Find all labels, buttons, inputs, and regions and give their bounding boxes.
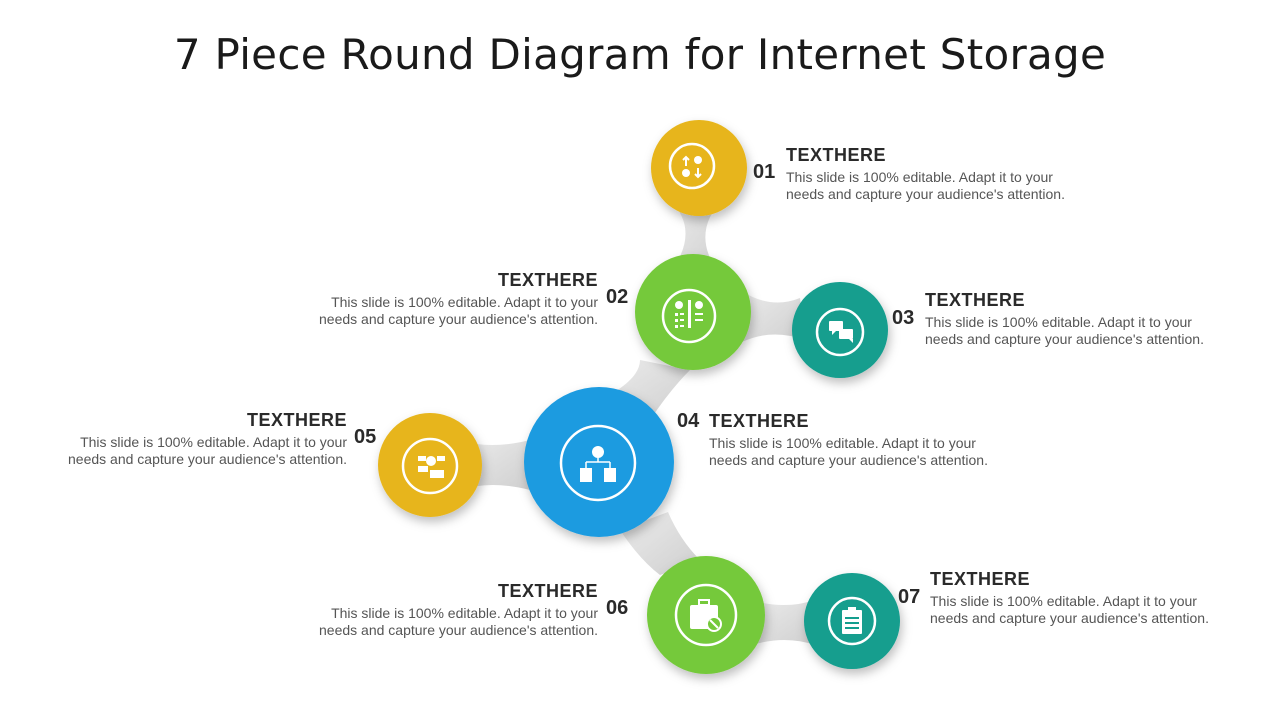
text-block-heading: TEXTHERE: [497, 270, 598, 290]
node-07: [804, 573, 900, 669]
text-block-heading: TEXTHERE: [925, 290, 1026, 310]
desc-line: This slide is 100% editable. Adapt it to…: [331, 294, 598, 310]
text-block-description: This slide is 100% editable. Adapt it to…: [298, 605, 598, 639]
text-block-05: TEXTHERE This slide is 100% editable. Ad…: [47, 410, 347, 468]
desc-line: needs and capture your audience's attent…: [930, 610, 1209, 626]
text-block-01: TEXTHERE This slide is 100% editable. Ad…: [786, 145, 1086, 203]
text-block-06: TEXTHERE This slide is 100% editable. Ad…: [298, 581, 598, 639]
node-02: [635, 254, 751, 370]
text-block-07: TEXTHERE This slide is 100% editable. Ad…: [930, 569, 1230, 627]
text-block-heading: TEXTHERE: [246, 410, 347, 430]
desc-line: This slide is 100% editable. Adapt it to…: [930, 593, 1197, 609]
clipboard-icon: [842, 607, 862, 634]
text-block-description: This slide is 100% editable. Adapt it to…: [786, 169, 1086, 203]
desc-line: needs and capture your audience's attent…: [68, 451, 347, 467]
node-02-circle: [635, 254, 751, 370]
step-number-04: 04: [677, 410, 700, 432]
text-block-description: This slide is 100% editable. Adapt it to…: [47, 434, 347, 468]
node-03: [792, 282, 888, 378]
chat-bubbles-icon: [829, 321, 853, 343]
desc-line: needs and capture your audience's attent…: [925, 331, 1204, 347]
node-05-ring: [401, 437, 459, 495]
desc-line: This slide is 100% editable. Adapt it to…: [331, 605, 598, 621]
hierarchy-icon: [580, 446, 616, 482]
desc-line: needs and capture your audience's attent…: [709, 452, 988, 468]
desc-line: This slide is 100% editable. Adapt it to…: [709, 435, 976, 451]
text-block-heading: TEXTHERE: [930, 569, 1031, 589]
step-number-03: 03: [892, 307, 915, 329]
arrows-plus-minus-icon: [682, 155, 702, 179]
connector-02-03: [740, 290, 805, 342]
step-number-05: 05: [354, 426, 377, 448]
node-06: [647, 556, 765, 674]
node-03-ring: [815, 307, 865, 357]
desc-line: needs and capture your audience's attent…: [786, 186, 1065, 202]
connector-06-07: [750, 600, 815, 645]
step-number-02: 02: [606, 286, 629, 308]
text-block-03: TEXTHERE This slide is 100% editable. Ad…: [925, 290, 1225, 348]
node-04: [524, 387, 674, 537]
connectors: [460, 198, 815, 645]
node-05: [378, 413, 482, 517]
connector-04-06: [620, 512, 700, 575]
text-block-02: TEXTHERE This slide is 100% editable. Ad…: [298, 270, 598, 328]
node-02-ring: [661, 288, 717, 344]
desc-line: needs and capture your audience's attent…: [319, 311, 598, 327]
text-block-description: This slide is 100% editable. Adapt it to…: [925, 314, 1225, 348]
text-block-description: This slide is 100% editable. Adapt it to…: [709, 435, 1009, 469]
text-block-heading: TEXTHERE: [709, 411, 810, 431]
node-01-ring: [668, 142, 716, 190]
text-block-description: This slide is 100% editable. Adapt it to…: [298, 294, 598, 328]
step-number-06: 06: [606, 597, 629, 619]
briefcase-block-icon: [690, 599, 722, 632]
desc-line: needs and capture your audience's attent…: [319, 622, 598, 638]
desc-line: This slide is 100% editable. Adapt it to…: [786, 169, 1053, 185]
text-block-04: TEXTHERE This slide is 100% editable. Ad…: [709, 411, 1009, 469]
node-04-ring: [559, 424, 637, 502]
text-block-description: This slide is 100% editable. Adapt it to…: [930, 593, 1230, 627]
node-06-ring: [674, 583, 738, 647]
checklist-icon: [675, 300, 703, 328]
desc-line: This slide is 100% editable. Adapt it to…: [80, 434, 347, 450]
node-07-ring: [827, 596, 877, 646]
connector-01-02: [670, 198, 724, 272]
question-board-icon: [418, 456, 445, 478]
text-block-heading: TEXTHERE: [497, 581, 598, 601]
step-number-01: 01: [753, 161, 776, 183]
step-number-07: 07: [898, 586, 921, 608]
slide-title: 7 Piece Round Diagram for Internet Stora…: [173, 30, 1107, 79]
node-01: [651, 120, 747, 216]
desc-line: This slide is 100% editable. Adapt it to…: [925, 314, 1192, 330]
text-block-heading: TEXTHERE: [786, 145, 887, 165]
